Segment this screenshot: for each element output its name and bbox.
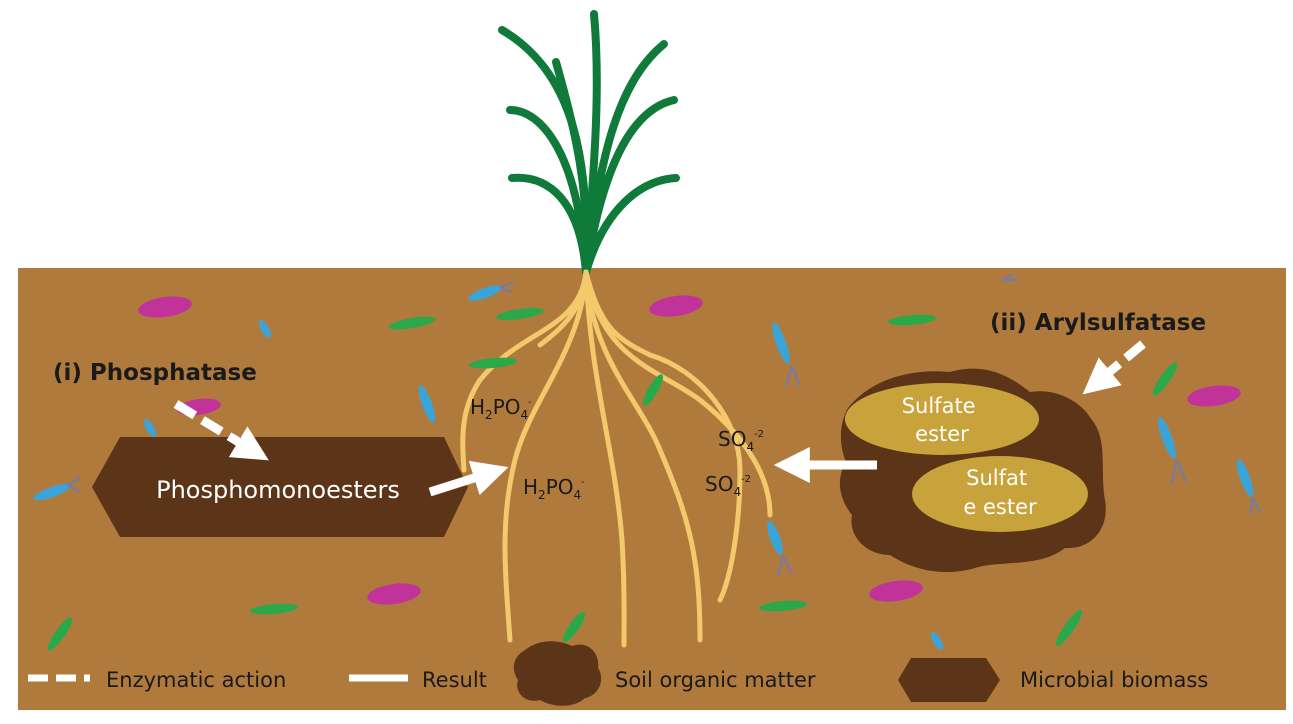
microbe-pink — [649, 295, 703, 317]
h2po4-label-upper: H2PO4- — [470, 395, 532, 422]
legend-microbial-biomass-symbol — [898, 658, 1000, 702]
so4-label-lower: SO4-2 — [705, 472, 751, 499]
microbe-antenna — [1001, 272, 1018, 282]
result-arrow-phosphate — [428, 460, 509, 497]
microbe-blue — [258, 320, 272, 338]
arylsulfatase-label: (ii) Arylsulfatase — [990, 310, 1206, 336]
microbe-green — [1055, 609, 1083, 647]
microbe-green — [562, 611, 586, 643]
microbe-blue — [767, 520, 794, 577]
sulfate-ester-2 — [912, 456, 1088, 532]
microbe-green — [759, 600, 807, 612]
microbe-green — [496, 308, 544, 320]
h2po4-label-lower: H2PO4- — [523, 475, 585, 502]
legend-result-label: Result — [422, 668, 487, 692]
legend-microbial-biomass-label: Microbial biomass — [1020, 668, 1208, 692]
enzymatic-action-arrow-arylsulfatase — [1082, 340, 1146, 395]
microbe-green — [388, 316, 436, 330]
plant-roots — [460, 269, 773, 648]
phosphomonoesters-label: Phosphomonoesters — [156, 476, 400, 504]
microbe-blue — [33, 476, 81, 501]
microbe-green — [1152, 362, 1178, 396]
microbes-blue — [33, 272, 1262, 650]
microbe-green — [643, 374, 663, 406]
microbe-green — [47, 617, 73, 651]
microbe-blue — [1236, 459, 1262, 515]
sulfate-ester-1 — [845, 383, 1039, 455]
microbe-blue — [1158, 417, 1188, 485]
sulfate-ester-2-label: Sulfat e ester — [963, 466, 1037, 519]
microbe-blue — [143, 419, 157, 437]
enzymatic-action-arrow-phosphatase — [173, 400, 269, 461]
microbe-green — [888, 314, 936, 326]
microbe-blue — [930, 632, 944, 650]
microbe-blue — [772, 322, 802, 387]
phosphatase-label: (i) Phosphatase — [53, 360, 257, 386]
so4-label-upper: SO4-2 — [718, 427, 764, 454]
microbe-blue — [418, 385, 436, 423]
sulfate-ester-1-label: Sulfate ester — [902, 394, 983, 446]
microbe-pink — [138, 296, 192, 318]
legend-soil-organic-matter-symbol — [513, 641, 602, 706]
microbe-pink — [367, 583, 421, 605]
legend-soil-organic-matter-label: Soil organic matter — [615, 668, 816, 692]
legend: Enzymatic action Result Soil organic mat… — [28, 641, 1208, 706]
plant-leaves — [498, 10, 680, 276]
microbe-green — [250, 603, 298, 615]
microbe-blue — [467, 280, 515, 301]
microbe-green — [469, 357, 517, 369]
microbial-biomass-shape — [92, 437, 468, 537]
microbes-pink — [138, 295, 1241, 605]
microbes-green — [47, 308, 1178, 651]
microbe-pink — [869, 580, 923, 602]
microbe-pink — [1187, 385, 1241, 407]
legend-enzymatic-action-label: Enzymatic action — [106, 668, 286, 692]
